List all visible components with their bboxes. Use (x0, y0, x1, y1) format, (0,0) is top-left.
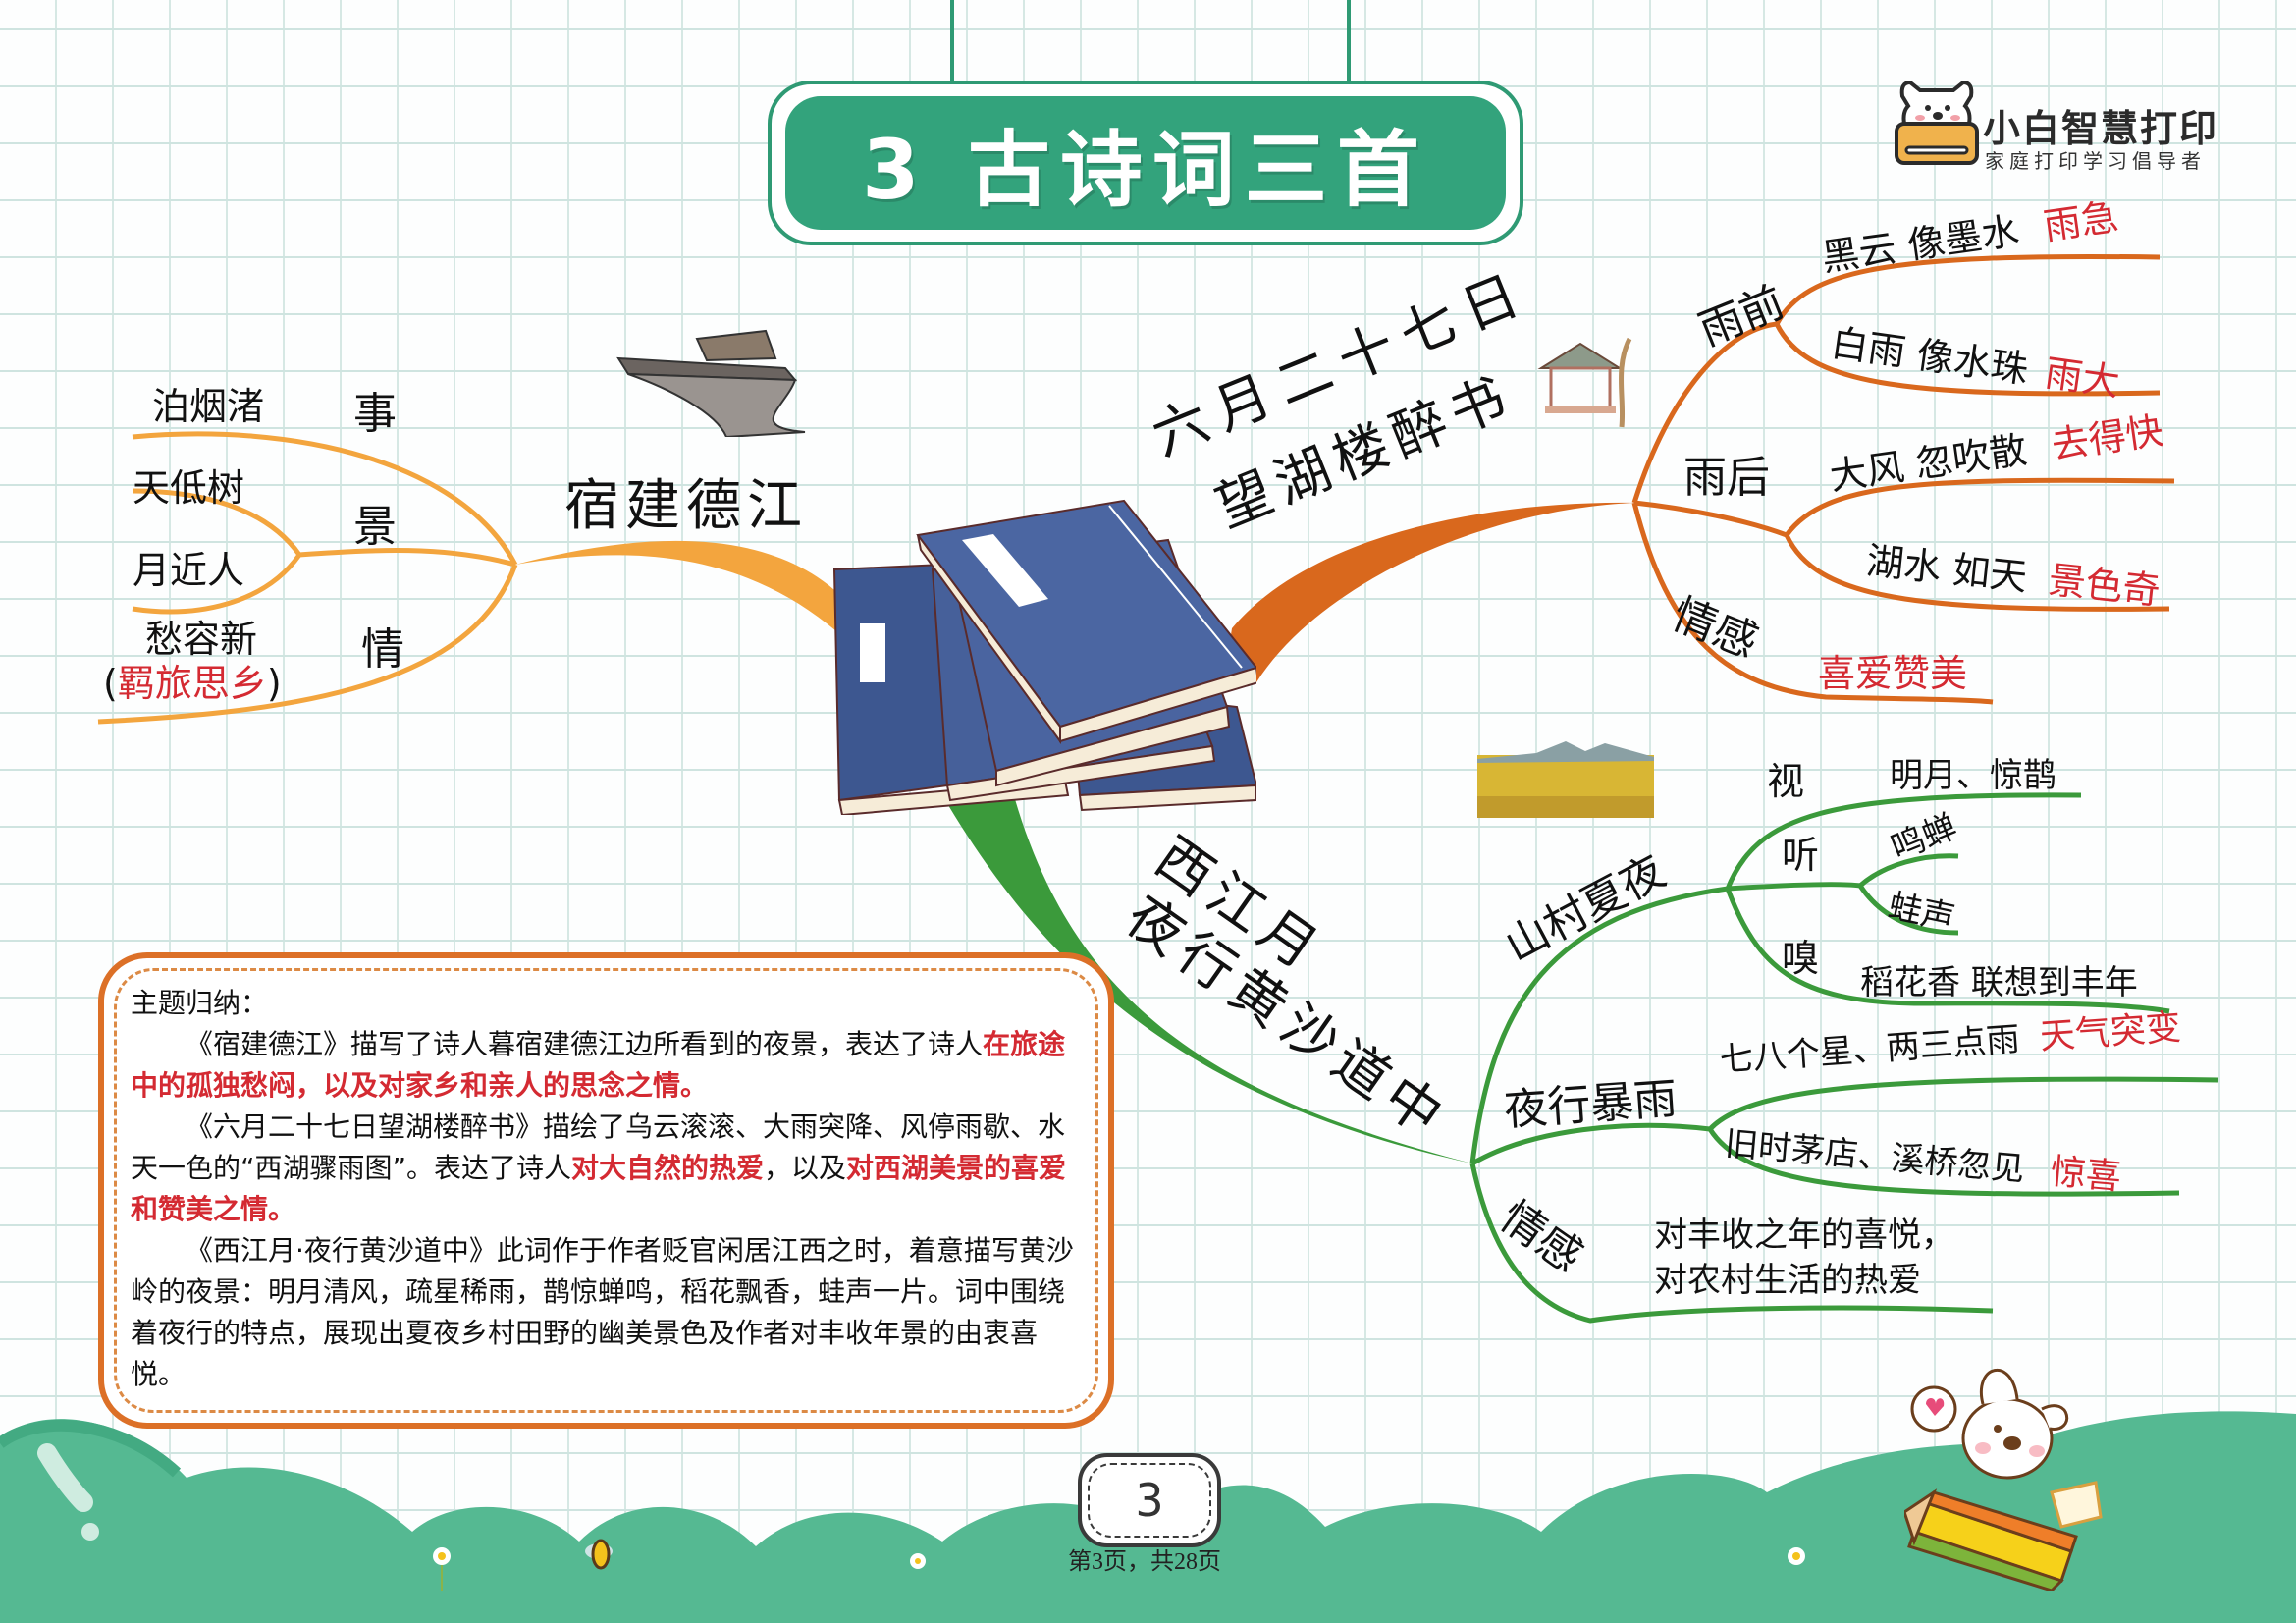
poem1-item: 月近人 (133, 549, 245, 592)
poem3-sense-smell: 嗅 (1782, 937, 1820, 980)
hanging-string-right (1347, 0, 1351, 98)
page-number: 3 (1088, 1463, 1211, 1538)
poem3-emotion-text: 对丰收之年的喜悦，对农村生活的热爱 (1654, 1216, 1954, 1300)
poem1-title: 宿建德江 (564, 474, 808, 538)
poem1-category-scene: 景 (353, 502, 397, 552)
summary-paragraph-2: 《六月二十七日望湖楼醉书》描绘了乌云滚滚、大雨突降、风停雨歇、水天一色的“西湖骤… (131, 1110, 1067, 1225)
title-board: 3 古诗词三首 (768, 81, 1523, 245)
brand-name: 小白智慧打印 (1983, 107, 2219, 150)
boat-illustration-icon (616, 329, 806, 437)
stacked-books-icon (832, 499, 1256, 815)
poem3-item: 稻花香 联想到丰年 (1860, 963, 2138, 1002)
poem2-emotion-text: 喜爱赞美 (1818, 652, 1968, 695)
pavilion-illustration-icon (1537, 337, 1632, 428)
hanging-string-left (950, 0, 954, 98)
poem2-category-after-rain: 雨后 (1683, 453, 1770, 503)
poem1-category-event: 事 (353, 389, 397, 439)
theme-summary-box: 主题归纳： 《宿建德江》描写了诗人暮宿建德江边所看到的夜景，表达了诗人在旅途中的… (98, 952, 1114, 1429)
summary-paragraph-3: 《西江月·夜行黄沙道中》此词作于作者贬官闲居江西之时，着意描写黄沙岭的夜景：明月… (131, 1234, 1074, 1390)
summary-heading: 主题归纳： (131, 987, 269, 1019)
dog-mascot-on-pencil-icon (1904, 1369, 2103, 1591)
flower-icon (433, 1547, 451, 1591)
summary-paragraph-1: 《宿建德江》描写了诗人暮宿建德江边所看到的夜景，表达了诗人在旅途中的孤独愁闷，以… (131, 1028, 1066, 1102)
poem1-item: 天低树 (133, 466, 245, 510)
poem3-sense-hearing: 听 (1782, 834, 1820, 877)
poem1-item: 愁容新 (145, 618, 258, 661)
page-count-label: 第3页，共28页 (1068, 1549, 1221, 1575)
poem3-item: 明月、惊鹊 (1890, 756, 2056, 795)
poem1-category-emotion: 情 (361, 624, 404, 675)
page-title: 3 古诗词三首 (785, 96, 1506, 230)
poem3-sense-sight: 视 (1767, 760, 1805, 803)
bee-icon (585, 1539, 613, 1570)
page-number-badge: 3 (1078, 1453, 1221, 1547)
dog-printer-logo-icon (1895, 80, 1979, 165)
flower-icon (1788, 1547, 1805, 1565)
flower-icon (910, 1553, 926, 1569)
brand-tagline: 家庭打印学习倡导者 (1985, 149, 2206, 173)
poem1-item-theme: (羁旅思乡) (103, 662, 282, 705)
rice-field-illustration-icon (1477, 741, 1654, 818)
poem1-item: 泊烟渚 (152, 385, 265, 428)
